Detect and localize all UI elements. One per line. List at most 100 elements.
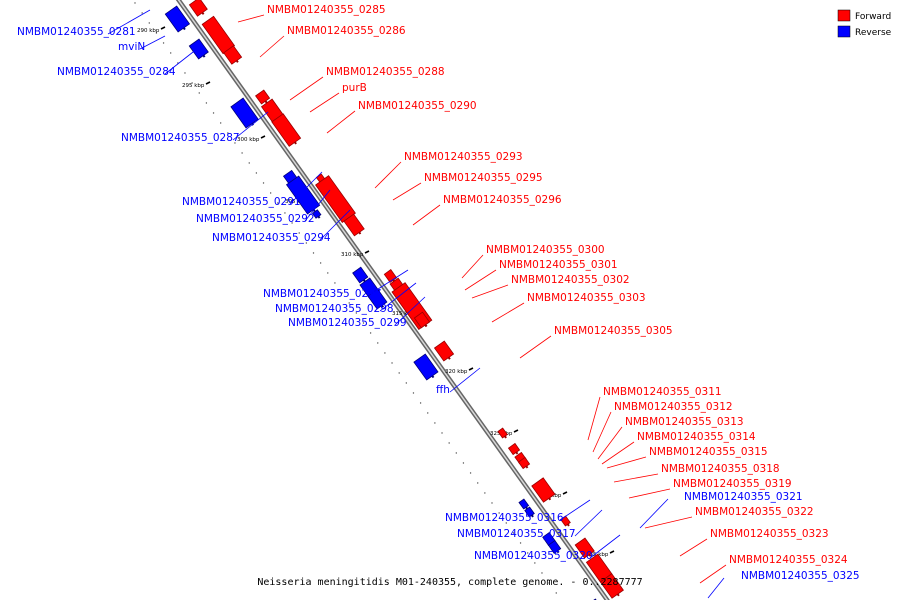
forward-gene-label: NMBM01240355_0311: [603, 386, 722, 398]
tick-label: 305 kbp: [285, 199, 308, 205]
ruler-dot: [419, 402, 422, 404]
reverse-gene: [285, 175, 321, 215]
forward-gene: [531, 477, 556, 503]
tick-mark: [364, 250, 370, 254]
forward-gene-label: NMBM01240355_0285: [267, 4, 386, 16]
ruler-dot: [548, 582, 550, 584]
ruler-dot: [541, 572, 543, 574]
ruler-dot: [462, 462, 465, 464]
ruler-dot: [148, 22, 150, 24]
reverse-gene-label: NMBM01240355_0297: [263, 288, 382, 300]
forward-leader-line: [601, 441, 635, 465]
tick-label: 310 kbp: [341, 252, 364, 258]
gene-edge: [548, 497, 552, 501]
tick-label: 290 kbp: [137, 28, 160, 34]
gene-edge: [358, 231, 362, 235]
ruler-dot: [484, 492, 486, 494]
reverse-gene-label: NMBM01240355_0281: [17, 26, 136, 38]
forward-gene-label: NMBM01240355_0323: [710, 528, 829, 540]
tick-label: 295 kbp: [182, 83, 205, 89]
ruler-dot: [277, 202, 279, 204]
ruler-dot: [234, 142, 236, 144]
forward-gene: [413, 311, 431, 329]
forward-gene-label: NMBM01240355_0293: [404, 151, 523, 163]
gene-edge: [201, 12, 205, 15]
ruler-dot: [298, 232, 300, 234]
tick-label: 300 kbp: [237, 137, 260, 143]
forward-leader-line: [699, 564, 727, 584]
ruler-dot: [505, 522, 507, 524]
reverse-gene-label: ffh: [436, 384, 450, 396]
reverse-gene-label: NMBM01240355_0287: [121, 132, 240, 144]
reverse-leader-line: [559, 499, 591, 521]
ruler-dot: [205, 102, 208, 104]
forward-leader-line: [628, 488, 671, 499]
forward-gene-label: NMBM01240355_0288: [326, 66, 445, 78]
gene-edge: [294, 141, 297, 145]
reverse-leader-line: [707, 577, 725, 599]
forward-gene: [507, 442, 521, 456]
reverse-leader-line: [366, 269, 409, 297]
ruler-dot: [355, 312, 358, 314]
forward-gene-label: NMBM01240355_0313: [625, 416, 744, 428]
forward-gene-label: NMBM01240355_0290: [358, 100, 477, 112]
forward-gene-label: purB: [342, 82, 367, 94]
ruler-dot: [327, 272, 329, 274]
forward-gene: [315, 175, 356, 223]
reverse-leader-line: [379, 282, 417, 312]
forward-leader-line: [606, 456, 647, 469]
gene-edge: [235, 60, 239, 63]
forward-gene-label: NMBM01240355_0319: [673, 478, 792, 490]
forward-leader-line: [464, 269, 497, 291]
reverse-leader-line: [319, 209, 351, 241]
ruler-dot: [348, 302, 350, 304]
reverse-gene-label: mviN: [118, 41, 145, 53]
forward-gene-label: NMBM01240355_0286: [287, 25, 406, 37]
reverse-leader-line: [232, 111, 269, 141]
forward-gene-label: NMBM01240355_0318: [661, 463, 780, 475]
ruler-dot: [170, 52, 172, 54]
ruler-dot: [527, 552, 529, 554]
reverse-gene-label: NMBM01240355_0292: [196, 213, 315, 225]
reverse-gene: [352, 266, 369, 284]
reverse-gene-label: NMBM01240355_0298: [275, 303, 394, 315]
forward-leader-line: [597, 426, 623, 460]
ruler-dot: [405, 382, 408, 384]
forward-leader-line: [644, 516, 693, 529]
reverse-gene-label: NMBM01240355_0291: [182, 196, 301, 208]
gene-edge: [566, 523, 570, 527]
forward-gene-label: NMBM01240355_0300: [486, 244, 605, 256]
gene-edge: [515, 451, 519, 455]
forward-leader-line: [679, 538, 708, 557]
ruler-dot: [334, 282, 336, 284]
forward-gene-label: NMBM01240355_0301: [499, 259, 618, 271]
tick-mark: [468, 367, 474, 371]
forward-gene: [188, 0, 208, 17]
forward-gene-label: NMBM01240355_0312: [614, 401, 733, 413]
ruler-dot: [477, 482, 479, 484]
forward-leader-line: [326, 110, 356, 134]
forward-gene-label: NMBM01240355_0295: [424, 172, 543, 184]
gene-edge: [616, 593, 620, 597]
reverse-gene-label: NMBM01240355_0284: [57, 66, 176, 78]
ruler-dot: [512, 532, 515, 534]
ruler-dot: [384, 352, 386, 354]
reverse-gene-label: NMBM01240355_0317: [457, 528, 576, 540]
reverse-leader-line: [164, 44, 203, 75]
tick-mark: [160, 26, 166, 30]
ruler-dot: [369, 332, 372, 334]
forward-leader-line: [461, 254, 484, 279]
gene-edge: [588, 553, 592, 557]
forward-gene: [517, 456, 531, 470]
forward-leader-line: [471, 284, 509, 299]
ruler-dot: [469, 472, 472, 474]
gene-edge: [447, 356, 451, 360]
ruler-dot: [269, 192, 272, 194]
ruler-dot: [284, 212, 286, 214]
forward-gene: [574, 537, 595, 559]
ruler-dot: [448, 442, 450, 444]
gene-edge: [202, 54, 206, 58]
reverse-leader-line: [574, 509, 603, 537]
